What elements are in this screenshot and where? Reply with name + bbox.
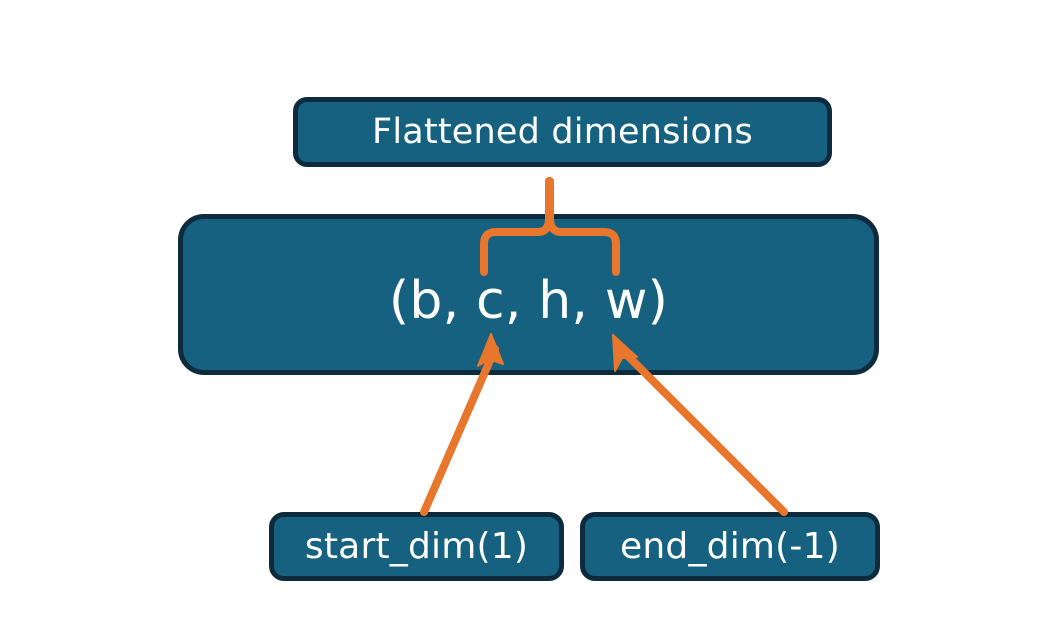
node-tensor-shape-label: (b, c, h, w) [388,270,669,331]
node-flattened-dimensions[interactable]: Flattened dimensions [293,97,832,167]
node-flattened-dimensions-label: Flattened dimensions [372,112,753,152]
node-start-dim-label: start_dim(1) [304,526,529,567]
node-end-dim[interactable]: end_dim(-1) [580,512,880,581]
node-tensor-shape[interactable]: (b, c, h, w) [178,214,879,375]
node-start-dim[interactable]: start_dim(1) [269,512,564,581]
node-end-dim-label: end_dim(-1) [620,526,840,567]
